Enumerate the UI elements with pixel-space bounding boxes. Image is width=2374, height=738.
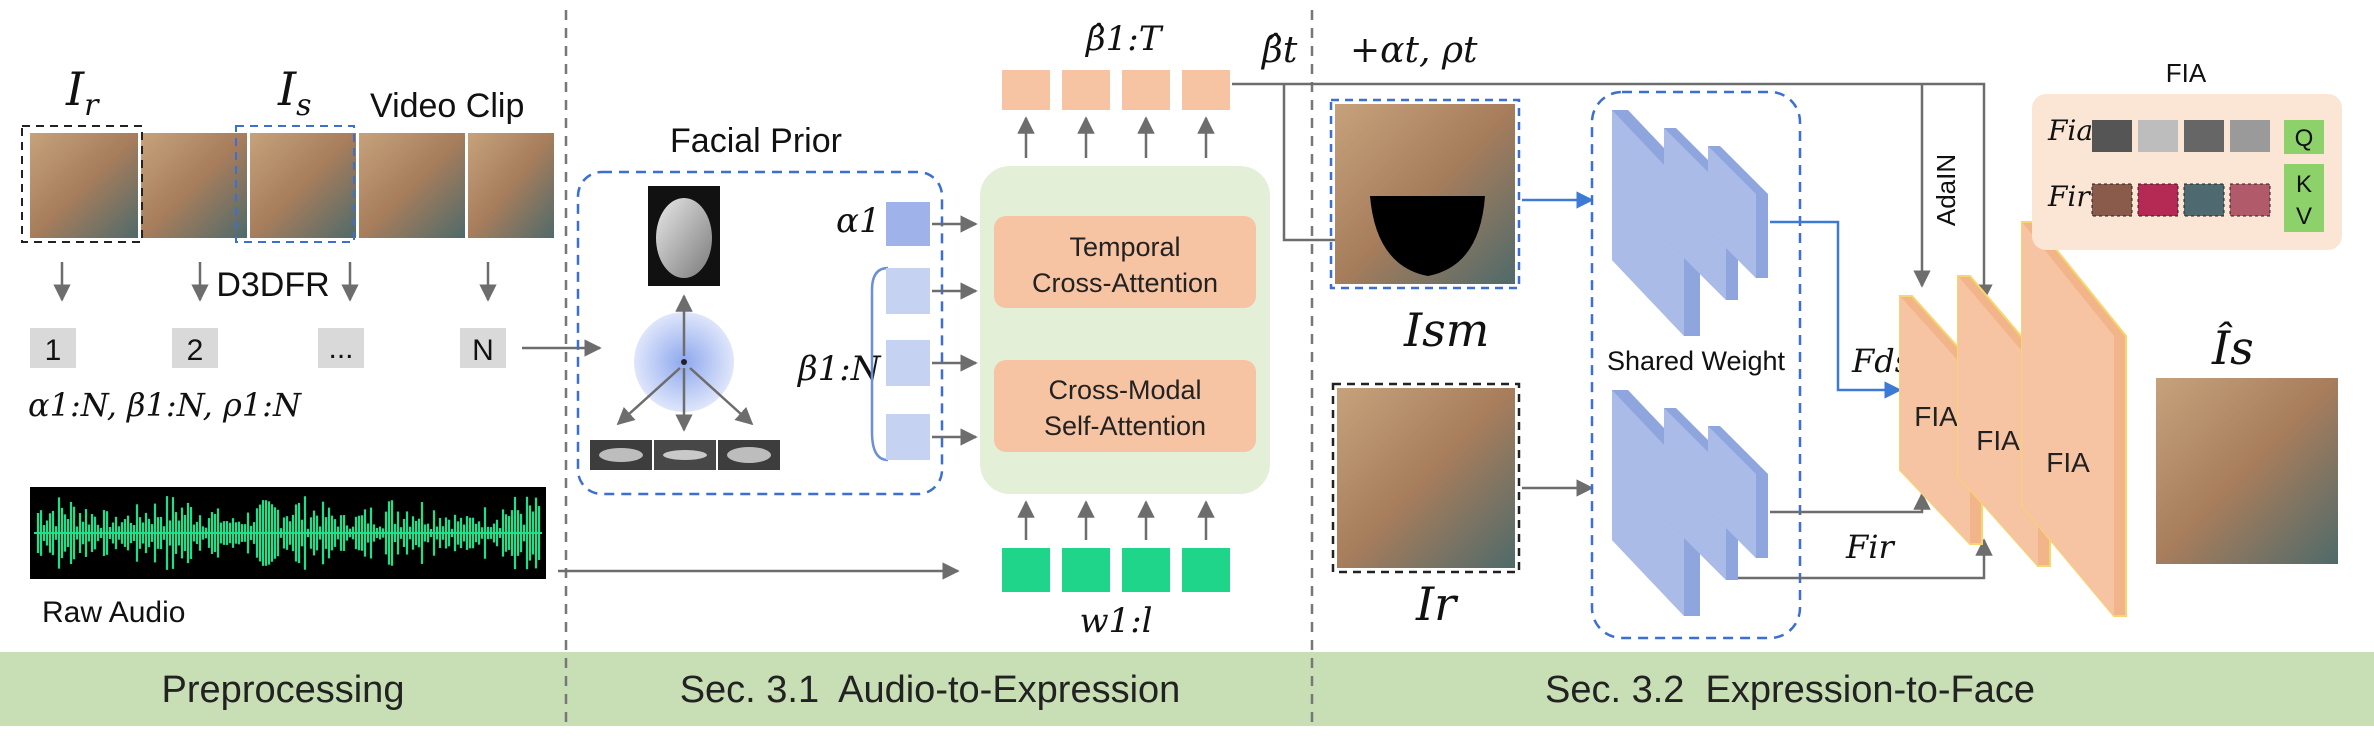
coeff-box-2: 2 xyxy=(187,334,204,367)
encoder-bottom-cnn xyxy=(1612,390,1768,616)
fia-legend-k: K xyxy=(2296,171,2312,198)
output-frame xyxy=(2156,378,2338,564)
output-arrows xyxy=(1017,116,1215,158)
beta-tokens xyxy=(886,268,930,460)
src-frame-highlight xyxy=(235,125,355,243)
beta-hat-t-label: β̂t xyxy=(1260,30,1298,71)
fds-arrow xyxy=(1770,220,1902,399)
video-clip-frames xyxy=(21,125,554,243)
coeff-box-4: N xyxy=(472,334,494,367)
video-clip-label: Video Clip xyxy=(370,87,524,125)
output-tokens xyxy=(1002,70,1230,110)
src-frame-label: Is xyxy=(277,62,312,123)
audio-token-arrows xyxy=(1017,500,1215,540)
temporal-block-line2: Cross-Attention xyxy=(1032,268,1218,298)
crossmodal-block-line2: Self-Attention xyxy=(1044,411,1206,441)
section-label-preprocessing: Preprocessing xyxy=(162,669,405,711)
raw-audio-waveform xyxy=(30,487,546,579)
crossmodal-block-line1: Cross-Modal xyxy=(1048,375,1201,405)
fia-block-3: FIA xyxy=(2021,221,2127,617)
ref-frame-label: Ir xyxy=(65,62,100,123)
encoder-top-cnn xyxy=(1612,110,1768,336)
coeff-box-3: ... xyxy=(328,332,353,365)
beta-bracket xyxy=(870,266,889,462)
output-label: Îs xyxy=(2211,320,2254,375)
prior-basis-arrows xyxy=(616,294,754,432)
ref-label: Ir xyxy=(1415,577,1459,631)
shared-weight-label: Shared Weight xyxy=(1607,346,1786,376)
masked-source-frame xyxy=(1329,98,1521,290)
temporal-cross-attention-block xyxy=(994,216,1256,308)
section-label-sec31: Sec. 3.1 Audio-to-Expression xyxy=(680,669,1181,711)
section-bar: Preprocessing Sec. 3.1 Audio-to-Expressi… xyxy=(0,652,2374,726)
fia-block-3-label: FIA xyxy=(2046,447,2090,478)
facial-prior-box xyxy=(576,170,944,496)
temporal-block-line1: Temporal xyxy=(1069,232,1180,262)
audio-tokens xyxy=(1002,548,1230,592)
fia-block-1-label: FIA xyxy=(1914,401,1958,432)
raw-audio-label: Raw Audio xyxy=(42,596,185,629)
facial-prior-title: Facial Prior xyxy=(670,122,842,160)
crossmodal-self-attention-block xyxy=(994,360,1256,452)
adain-label: AdaIN xyxy=(1931,154,1961,226)
beta-hat-seq-label: β̂1:T xyxy=(1084,19,1164,59)
section-label-sec32: Sec. 3.2 Expression-to-Face xyxy=(1545,669,2035,711)
fia-legend-row-r: Fir xyxy=(2047,180,2091,213)
w-label: w1:l xyxy=(1079,601,1152,641)
token-input-arrows xyxy=(932,215,978,446)
plus-alpha-rho-label: +αt, ρt xyxy=(1350,30,1478,71)
alpha-token xyxy=(886,202,930,246)
fia-legend-row-a: Fia xyxy=(2047,114,2093,147)
beta-label: β1:N xyxy=(796,349,882,389)
fir-label: Fir xyxy=(1845,528,1895,566)
coeff-caption: α1:N, β1:N, ρ1:N xyxy=(28,386,302,424)
coeff-box-1: 1 xyxy=(45,334,62,367)
mouth-basis-images xyxy=(590,440,780,470)
fia-legend-title: FIA xyxy=(2166,58,2207,88)
fir-arrow-2 xyxy=(1738,538,1993,580)
fia-legend-v: V xyxy=(2296,203,2312,230)
shared-encoder-box xyxy=(1590,90,1802,640)
d3dfr-label: D3DFR xyxy=(216,266,329,304)
fia-block-2-label: FIA xyxy=(1976,425,2020,456)
mean-face-mesh xyxy=(648,186,720,286)
preprocess-down-arrows xyxy=(53,262,497,302)
fir-arrow-1 xyxy=(1770,492,1931,514)
coeff-boxes: 1 2 ... N xyxy=(30,328,506,368)
alpha-label: α1 xyxy=(836,201,881,241)
masked-label: Ism xyxy=(1403,303,1489,357)
ref-frame-highlight xyxy=(21,125,143,243)
reference-frame xyxy=(1331,382,1521,574)
expression-feed-line xyxy=(1232,82,1993,302)
fia-legend: FIA Fia Fir Q K V xyxy=(2032,58,2342,250)
fia-legend-q: Q xyxy=(2295,125,2314,152)
